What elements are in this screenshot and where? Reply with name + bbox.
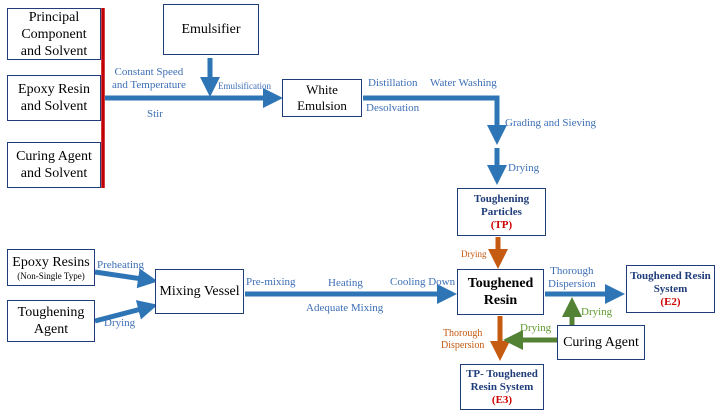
thorough-orange-line-1: Thorough (442, 328, 483, 339)
epoxy-resins-subtitle: (Non-Single Type) (17, 270, 85, 281)
curing-solvent-line-2: and Solvent (20, 166, 88, 181)
tp-code: (TP) (490, 218, 513, 231)
drying-tp-label: Drying (461, 249, 487, 259)
distillation-label: Distillation (368, 77, 418, 89)
emulsification-label: Emulsification (218, 81, 271, 91)
toughened-resin-line-1: Toughened (467, 276, 534, 291)
adequate-mixing-label: Adequate Mixing (306, 302, 384, 314)
epoxy-resin-line-1: Epoxy Resin (18, 82, 90, 97)
arrow-epoxy-to-mixing (94, 268, 158, 289)
drying-agent-label: Drying (104, 317, 136, 329)
principal-line-2: Component (21, 26, 87, 42)
curing-agent-box: Curing Agent (557, 325, 645, 360)
preheating-label: Preheating (97, 259, 145, 271)
e2-title-line-1: Toughened Resin (630, 269, 711, 282)
premixing-label: Pre-mixing (246, 276, 296, 288)
cooling-down-label: Cooling Down (390, 276, 456, 288)
e3-code: (E3) (491, 393, 513, 406)
white-emulsion-label: White Emulsion (297, 82, 347, 113)
thorough-dispersion-label: Thorough Dispersion (548, 265, 596, 291)
epoxy-resins-title: Epoxy Resins (12, 254, 90, 270)
mixing-vessel-box: Mixing Vessel (155, 269, 244, 314)
toughened-resin-box: Toughened Resin (457, 269, 544, 315)
e2-code: (E2) (660, 295, 681, 308)
tp-title-line-2: Particles (481, 205, 522, 218)
curing-solvent-line-1: Curing Agent (16, 149, 92, 164)
desolvation-label: Desolvation (366, 102, 420, 114)
principal-line-3: and Solvent (20, 43, 88, 59)
drying-green-left-label: Drying (520, 322, 552, 334)
toughening-agent-box: Toughening Agent (7, 300, 95, 342)
emulsifier-label: Emulsifier (181, 22, 241, 37)
thorough-top-line-1: Thorough (550, 265, 594, 277)
arrow-to-water-washing (363, 95, 507, 145)
e3-title-line-2: Resin System (470, 380, 534, 393)
thorough-top-line-2: Dispersion (548, 278, 596, 290)
drying-green-right-label: Drying (581, 306, 613, 318)
emulsifier-box: Emulsifier (163, 4, 259, 55)
white-emulsion-box: White Emulsion (282, 79, 362, 117)
curing-agent-label: Curing Agent (563, 335, 639, 350)
thorough-dispersion-orange-label: Thorough Dispersion (441, 328, 484, 352)
constant-speed-label: Constant Speed and Temperature (112, 66, 186, 92)
constant-line-1: Constant Speed (114, 66, 184, 78)
constant-line-2: and Temperature (112, 79, 186, 91)
epoxy-resin-solvent-box: Epoxy Resin and Solvent (7, 75, 101, 121)
grading-sieving-label: Grading and Sieving (505, 117, 597, 129)
water-washing-label: Water Washing (430, 77, 497, 89)
tp-title-line-1: Toughening (473, 192, 530, 205)
toughened-resin-line-2: Resin (483, 293, 518, 308)
tp-toughened-resin-system-box: TP- Toughened Resin System (E3) (460, 364, 544, 410)
principal-component-box: Principal Component and Solvent (7, 8, 101, 60)
toughened-resin-system-box: Toughened Resin System (E2) (626, 265, 715, 313)
epoxy-resins-box: Epoxy Resins (Non-Single Type) (7, 249, 95, 286)
mixing-vessel-label: Mixing Vessel (159, 284, 240, 299)
toughening-particles-box: Toughening Particles (TP) (457, 188, 546, 236)
thorough-orange-line-2: Dispersion (441, 340, 485, 351)
arrow-agent-to-mixing (94, 300, 158, 324)
toughening-agent-line-2: Agent (33, 322, 69, 337)
e3-title-line-1: TP- Toughened (466, 367, 538, 380)
e2-title-line-2: System (653, 282, 688, 295)
epoxy-resin-line-2: and Solvent (20, 99, 88, 114)
heating-label: Heating (328, 277, 363, 289)
stir-label: Stir (147, 108, 163, 120)
curing-agent-solvent-box: Curing Agent and Solvent (7, 142, 101, 188)
toughening-agent-line-1: Toughening (17, 305, 85, 320)
principal-line-1: Principal (28, 9, 80, 25)
drying-top-label: Drying (508, 162, 540, 174)
